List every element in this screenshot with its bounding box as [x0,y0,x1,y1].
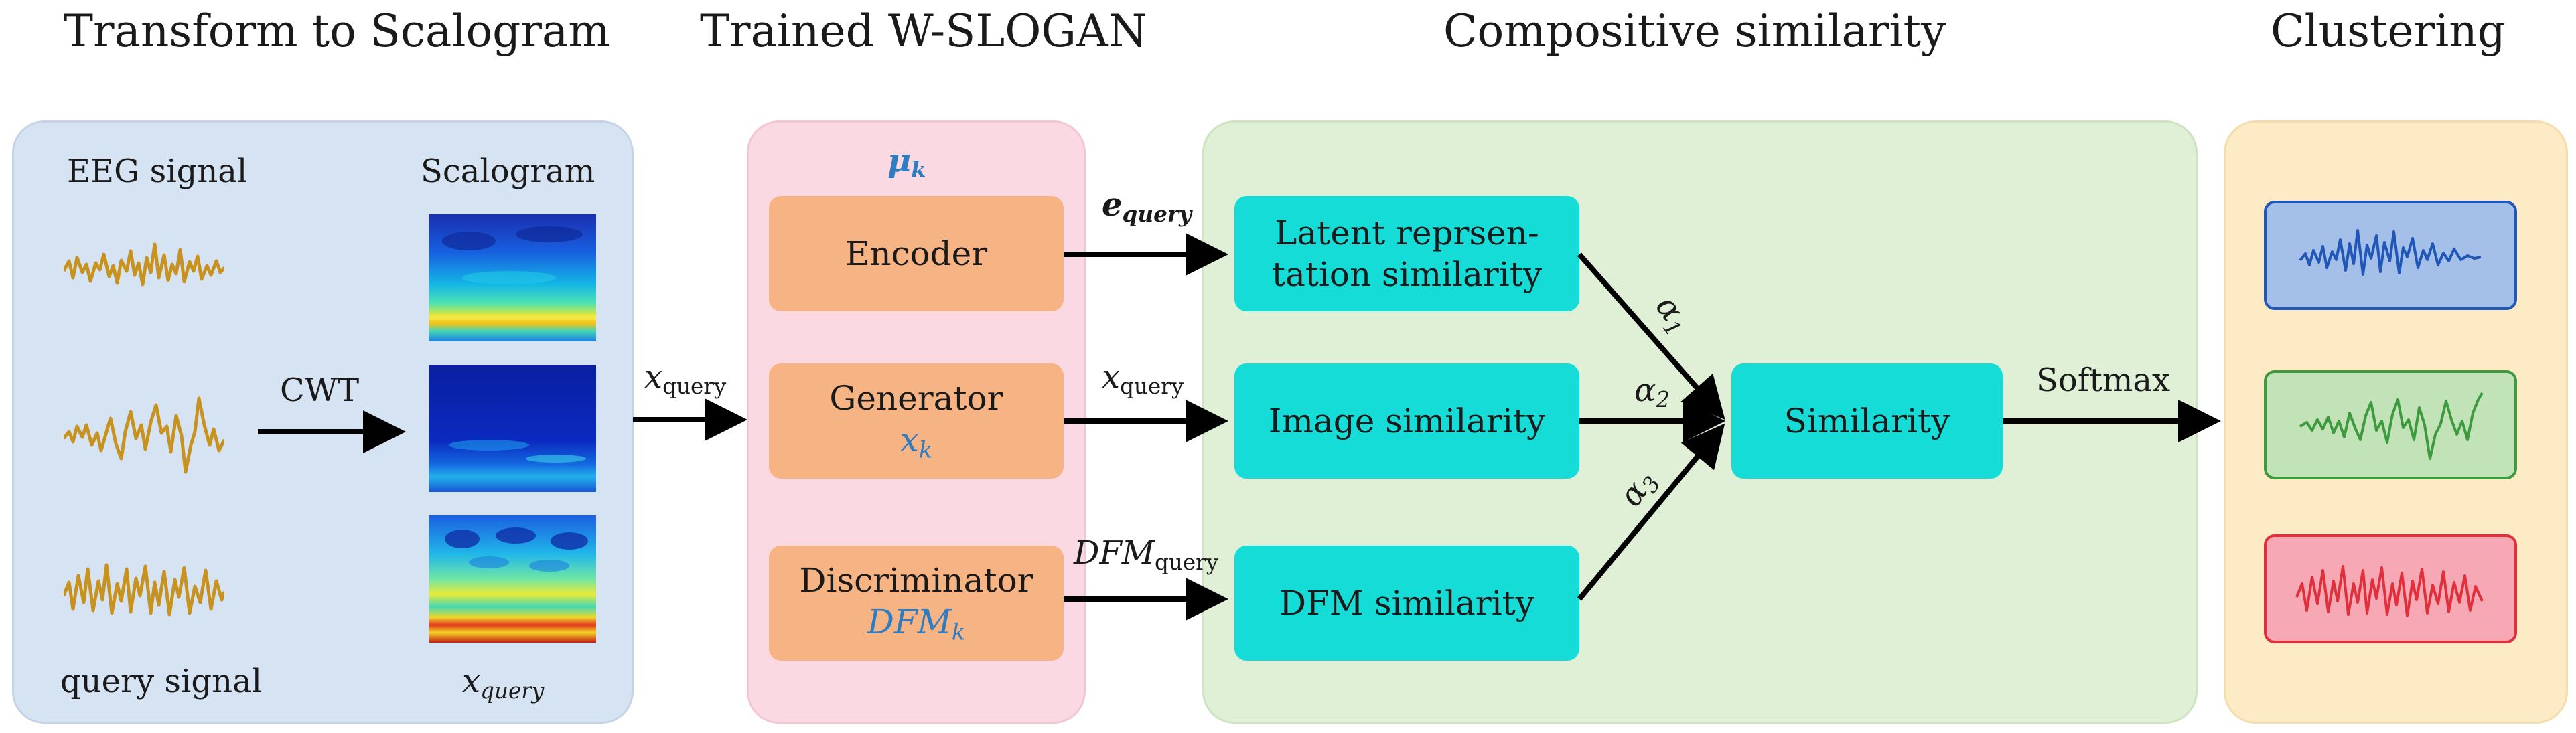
dfm-similarity-block: DFM similarity [1234,546,1579,661]
eeg-signal-waveform-1 [64,242,224,287]
scalogram-image-3 [429,515,596,643]
generator-variable: xk [900,420,933,464]
latent-to-similarity-arrow [1577,252,1725,420]
cluster-box-blue [2264,201,2517,310]
cluster-box-red [2264,534,2517,643]
scalogram-image-2 [429,365,596,492]
scalogram-label: Scalogram [421,153,595,190]
similarity-block: Similarity [1731,363,2003,479]
latent-line-2: tation similarity [1271,255,1543,294]
title-clustering: Clustering [2271,5,2506,57]
cluster-waveform-blue [2299,229,2482,276]
eeg-signal-waveform-2 [64,396,224,474]
dfm-similarity-label: DFM similarity [1279,583,1534,623]
image-similarity-label: Image similarity [1268,401,1546,440]
encoder-label: Encoder [845,234,988,273]
x-query-arrow-label: xquery [1102,358,1184,400]
discriminator-block: Discriminator DFMk [769,546,1064,661]
title-transform-to-scalogram: Transform to Scalogram [64,5,610,57]
title-trained-w-slogan: Trained W-SLOGAN [700,5,1147,57]
dfm-query-label: DFMquery [1074,534,1219,576]
x-query-label: xquery [462,663,545,704]
latent-representation-similarity-block: Latent reprsen- tation similarity [1234,196,1579,311]
eeg-signal-waveform-3 [64,563,224,617]
cluster-waveform-red [2295,565,2484,617]
dfm-to-similarity-arrow [1577,423,1725,601]
e-query-label: equery [1102,186,1192,228]
cluster-box-green [2264,370,2517,479]
cluster-waveform-green [2299,392,2484,460]
softmax-label: Softmax [2036,361,2171,399]
query-signal-label: query signal [60,663,262,700]
latent-line-1: Latent reprsen- [1275,213,1539,252]
scalogram-image-1 [429,214,596,341]
title-compositive-similarity: Compositive similarity [1443,5,1946,57]
alpha-2-label: α2 [1634,372,1670,413]
similarity-label: Similarity [1784,401,1950,440]
encoder-block: Encoder [769,196,1064,311]
image-similarity-block: Image similarity [1234,363,1579,479]
generator-label: Generator [829,378,1003,418]
eeg-signal-label: EEG signal [67,153,248,190]
input-x-query-label: xquery [644,358,727,400]
cwt-label: CWT [280,372,360,409]
mu-k-label: μk [887,142,926,183]
generator-block: Generator xk [769,363,1064,479]
discriminator-variable: DFMk [867,602,966,646]
discriminator-label: Discriminator [799,560,1033,600]
